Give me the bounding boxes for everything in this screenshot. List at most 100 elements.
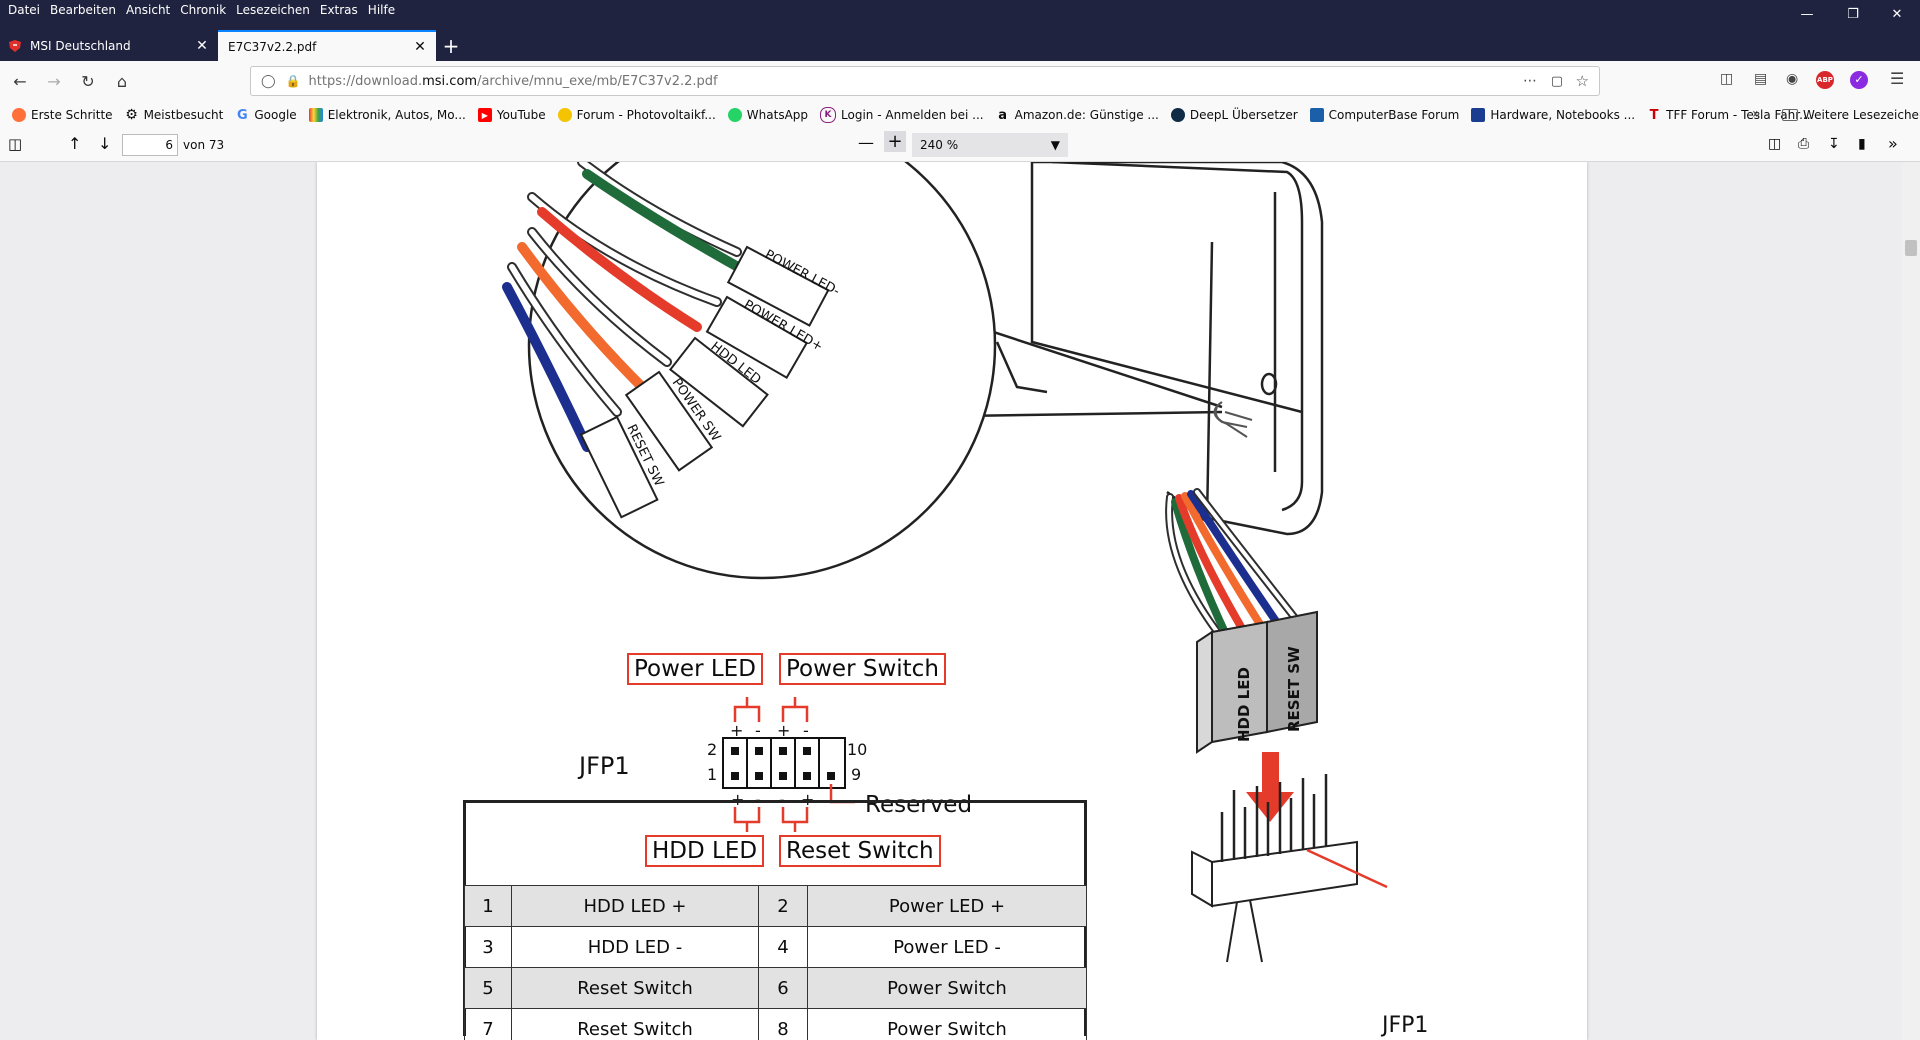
url-bar[interactable]: ◯ 🔒 https://download.msi.com/archive/mnu… (250, 66, 1600, 96)
scrollbar-thumb[interactable] (1905, 240, 1917, 256)
page-number-input[interactable]: 6 (122, 134, 178, 156)
pin-table: 1 HDD LED + 2 Power LED + 3 HDD LED - 4 … (464, 885, 1087, 1040)
title-bar: Datei Bearbeiten Ansicht Chronik Lesezei… (0, 0, 1920, 61)
pdf-page: POWER LED- POWER LED+ HDD LED POWER SW R… (317, 162, 1587, 1040)
svg-text:-: - (755, 790, 761, 809)
svg-text:-: - (803, 721, 809, 740)
page-actions-icon[interactable]: ⋯ (1523, 73, 1537, 89)
close-tab-icon[interactable]: ✕ (414, 38, 426, 55)
table-row: 5 Reset Switch 6 Power Switch (464, 967, 1087, 1009)
menu-lesezeichen[interactable]: Lesezeichen (236, 3, 310, 17)
bookmark-computerbase[interactable]: ComputerBase Forum (1309, 108, 1459, 122)
callout-power-led: Power LED (627, 653, 763, 685)
print-icon[interactable]: ⎙ (1798, 136, 1810, 152)
zoom-out-button[interactable]: — (858, 133, 874, 152)
bookmark-youtube[interactable]: ▶YouTube (477, 108, 546, 122)
adblock-icon[interactable]: ABP (1816, 71, 1834, 89)
pdf-toolbar: ◫ ↑ ↓ 6 von 73 — + 240 % ▼ ◫ ⎙ ↧ ▮ » (0, 129, 1920, 162)
navigation-bar: ← → ↻ ⌂ ◯ 🔒 https://download.msi.com/arc… (0, 61, 1920, 101)
bookmark-deepl[interactable]: DeepL Übersetzer (1170, 108, 1298, 122)
whatsapp-icon (727, 108, 742, 122)
home-button[interactable]: ⌂ (116, 71, 128, 91)
hardware-icon (1471, 108, 1486, 122)
callout-hdd-led: HDD LED (645, 835, 765, 867)
library-icon[interactable]: ◫ (1720, 71, 1734, 87)
reserved-label: Reserved (865, 792, 972, 818)
plug-label-hdd-led: HDD LED (1235, 667, 1253, 742)
photovoltaik-icon (557, 108, 572, 122)
menu-bearbeiten[interactable]: Bearbeiten (50, 3, 116, 17)
plug-label-reset-sw: RESET SW (1285, 646, 1303, 732)
login-icon: K (820, 107, 837, 123)
menu-datei[interactable]: Datei (8, 3, 41, 17)
hamburger-menu-icon[interactable]: ☰ (1890, 69, 1905, 88)
tab-label: E7C37v2.2.pdf (228, 39, 317, 54)
close-tab-icon[interactable]: ✕ (196, 37, 208, 54)
chevron-right-icon[interactable]: » (1752, 106, 1761, 122)
pin-number-1: 1 (707, 765, 717, 784)
zoom-in-button[interactable]: + (884, 131, 906, 152)
previous-page-button[interactable]: ↑ (68, 134, 82, 153)
callout-power-switch: Power Switch (779, 653, 946, 685)
table-row: 3 HDD LED - 4 Power LED - (464, 926, 1087, 968)
jfp1-header-name: JFP1 (577, 752, 630, 780)
pocket-icon[interactable]: ▢ (1550, 73, 1563, 89)
account-icon[interactable]: ◉ (1786, 71, 1799, 87)
url-text[interactable]: https://download.msi.com/archive/mnu_exe… (308, 73, 718, 89)
firefox-icon (12, 108, 26, 122)
tesla-icon: T (1649, 107, 1659, 123)
extension-icon[interactable]: ✓ (1850, 71, 1868, 89)
svg-text:+: + (730, 721, 743, 740)
menu-chronik[interactable]: Chronik (180, 3, 227, 17)
bookmark-weitere[interactable]: Weitere Lesezeichen (1782, 108, 1920, 122)
bookmark-photovoltaik[interactable]: Forum - Photovoltaikf... (557, 108, 716, 122)
tab-strip: MSI Deutschland ✕ E7C37v2.2.pdf ✕ + (0, 30, 466, 61)
bookmark-whatsapp[interactable]: WhatsApp (727, 108, 808, 122)
forward-button[interactable]: → (47, 71, 61, 91)
toggle-sidebar-icon[interactable]: ◫ (8, 135, 23, 153)
bookmark-erste-schritte[interactable]: Erste Schritte (12, 108, 113, 122)
back-button[interactable]: ← (13, 71, 27, 91)
bookmark-hardware[interactable]: Hardware, Notebooks ... (1471, 108, 1635, 122)
minimize-button[interactable]: — (1800, 6, 1814, 22)
close-window-button[interactable]: ✕ (1891, 6, 1903, 22)
sidebar-icon[interactable]: ▤ (1754, 71, 1768, 87)
new-tab-button[interactable]: + (442, 33, 460, 58)
lock-icon[interactable]: 🔒 (285, 74, 301, 88)
bookmark-meistbesucht[interactable]: ⚙Meistbesucht (125, 107, 224, 123)
reload-button[interactable]: ↻ (81, 71, 95, 91)
next-page-button[interactable]: ↓ (98, 134, 112, 153)
scrollbar[interactable] (1902, 162, 1920, 1040)
table-row: 1 HDD LED + 2 Power LED + (464, 885, 1087, 927)
tools-chevron-icon[interactable]: » (1888, 134, 1898, 153)
menu-hilfe[interactable]: Hilfe (367, 3, 396, 17)
chevron-down-icon: ▼ (1050, 138, 1060, 152)
save-icon[interactable]: ↧ (1828, 136, 1840, 152)
shield-icon[interactable]: ◯ (261, 73, 276, 89)
pin-number-9: 9 (851, 765, 861, 784)
restore-button[interactable]: ❐ (1847, 6, 1859, 22)
ebay-icon (308, 108, 323, 122)
callout-reset-switch: Reset Switch (779, 835, 941, 867)
bookmark-star-icon[interactable]: ☆ (1575, 72, 1589, 90)
pin-number-10: 10 (847, 740, 867, 759)
amazon-icon: a (998, 107, 1007, 123)
tab-pdf[interactable]: E7C37v2.2.pdf ✕ (218, 30, 436, 61)
menu-ansicht[interactable]: Ansicht (125, 3, 171, 17)
tab-label: MSI Deutschland (30, 38, 131, 53)
presentation-mode-icon[interactable]: ◫ (1768, 136, 1782, 152)
svg-text:+: + (731, 790, 744, 809)
zoom-select[interactable]: 240 % ▼ (912, 133, 1068, 157)
tab-msi-deutschland[interactable]: MSI Deutschland ✕ (0, 30, 218, 61)
pin-number-2: 2 (707, 740, 717, 759)
menu-extras[interactable]: Extras (319, 3, 358, 17)
youtube-icon: ▶ (477, 108, 492, 122)
pdf-viewer[interactable]: POWER LED- POWER LED+ HDD LED POWER SW R… (0, 162, 1920, 1040)
bookmark-elektronik[interactable]: Elektronik, Autos, Mo... (308, 108, 466, 122)
bookmark-icon[interactable]: ▮ (1858, 136, 1866, 152)
connector-diagram: POWER LED- POWER LED+ HDD LED POWER SW R… (502, 162, 1428, 1038)
